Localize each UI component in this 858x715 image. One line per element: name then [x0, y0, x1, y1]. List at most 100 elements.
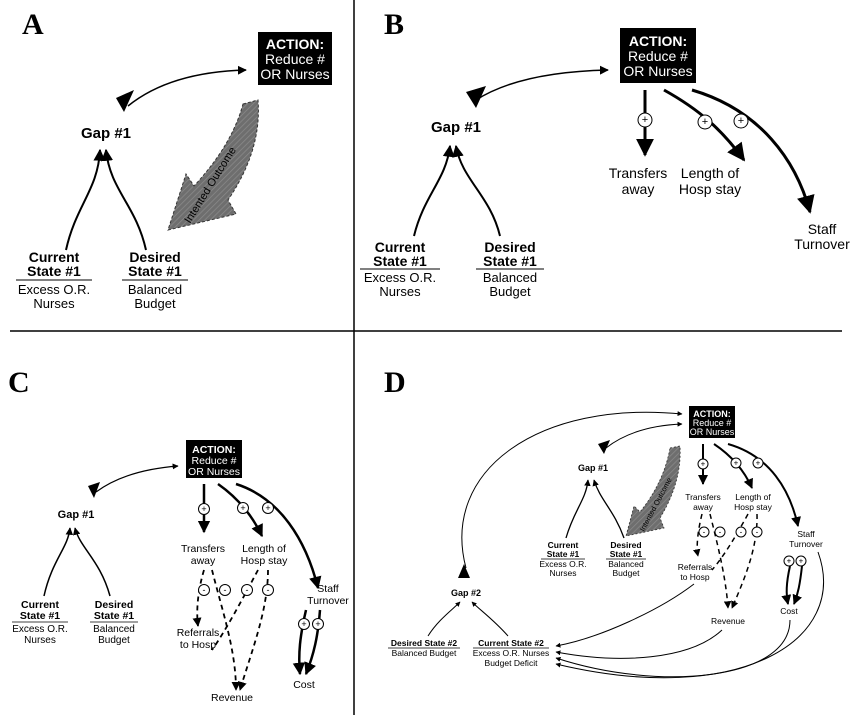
action-line3: OR Nurses [690, 427, 735, 437]
action-line3: OR Nurses [188, 466, 240, 478]
desired-state-title: Desired [610, 540, 641, 550]
current-state-desc2: Nurses [379, 284, 421, 299]
plus-sign: + [240, 503, 245, 513]
minus-sign: - [719, 528, 722, 537]
desired-state-number: State #1 [94, 610, 134, 622]
transfers-away-node-line2: away [693, 502, 714, 512]
cost-node: Cost [293, 679, 315, 691]
transfers-away-node: Transfers [685, 492, 721, 502]
plus-sign: + [315, 619, 320, 629]
plus-sign: + [702, 116, 708, 128]
plus-sign: + [787, 557, 792, 566]
length-of-stay-to-referrals-link [211, 569, 259, 651]
transfers-to-revenue-arrow [211, 569, 241, 691]
plus-sign: + [301, 619, 306, 629]
gap-to-action-arrow [475, 65, 609, 101]
plus-sign: + [265, 503, 270, 513]
desired-state-desc2: Budget [98, 635, 130, 646]
desired-state-2-title: Desired State #2 [391, 638, 457, 648]
gap-label: Gap #1 [431, 119, 481, 136]
turnover-to-cost-arrow [292, 609, 308, 676]
turnover-to-current2-arrow [555, 551, 824, 679]
desired-state-title: Desired [129, 249, 180, 265]
revenue-node: Revenue [711, 616, 745, 626]
panel-a: A ACTION: Reduce # OR Nurses Gap #1 Curr… [16, 8, 332, 311]
current2-to-gap2-arrow [471, 601, 509, 637]
action-title: ACTION: [266, 36, 324, 52]
current-state-number: State #1 [20, 610, 60, 622]
gap-label: Gap #1 [58, 509, 95, 521]
staff-turnover-node: Staff [797, 529, 815, 539]
intended-outcome-arrow: Intented Outcome [625, 445, 681, 537]
desired-state-desc: Balanced [483, 270, 537, 285]
referrals-node: Referrals [678, 562, 712, 572]
length-of-stay-node-line2: Hosp stay [241, 555, 288, 567]
current-state-2-desc: Excess O.R. Nurses [473, 648, 550, 658]
revenue-to-current2-arrow [555, 629, 723, 659]
plus-sign-circle [637, 112, 653, 128]
staff-turnover-node-line2: Turnover [794, 236, 850, 252]
current-state-desc: Excess O.R. [539, 559, 586, 569]
gap1-label: Gap #1 [578, 463, 608, 473]
length-of-stay-to-revenue-arrow [238, 569, 269, 691]
delay-marker [88, 482, 100, 498]
minus-sign: - [224, 585, 227, 595]
desired-state-desc: Balanced [128, 282, 182, 297]
current-state-desc2: Nurses [24, 635, 56, 646]
desired-state-title: Desired [95, 599, 134, 611]
staff-turnover-node: Staff [808, 221, 837, 237]
cost-to-current2-arrow [555, 619, 791, 678]
current-to-gap-arrow [413, 144, 455, 237]
length-of-stay-node-line2: Hosp stay [734, 502, 773, 512]
plus-sign: + [756, 459, 761, 468]
gap-to-action-arrow [127, 65, 247, 107]
panel-c: C ACTION: Reduce # OR Nurses Gap #1 Curr… [8, 366, 349, 704]
plus-sign-circle [783, 555, 795, 567]
length-of-stay-to-revenue-arrow [731, 513, 758, 609]
current-state-title: Current [21, 599, 59, 611]
staff-turnover-node-line2: Turnover [307, 595, 349, 607]
plus-sign-circle [237, 502, 249, 514]
desired-state-number: State #1 [483, 253, 537, 269]
length-of-stay-node-line2: Hosp stay [679, 181, 741, 197]
length-of-stay-node: Length of [735, 492, 771, 502]
current-state-title: Current [29, 249, 80, 265]
minus-sign-circle [735, 526, 747, 538]
action-line3: OR Nurses [260, 66, 329, 82]
minus-sign: - [756, 528, 759, 537]
transfers-away-node: Transfers [609, 165, 668, 181]
desired-state-desc: Balanced [608, 559, 644, 569]
referrals-node: Referrals [177, 627, 220, 639]
current-state-2-desc2: Budget Deficit [485, 658, 539, 668]
turnover-to-cost-arrow [781, 565, 792, 605]
desired-to-gap-arrow [451, 144, 501, 237]
minus-sign-circle [698, 526, 710, 538]
transfers-to-referrals-arrow [192, 569, 205, 627]
current-state-title: Current [375, 239, 426, 255]
minus-sign: - [203, 585, 206, 595]
current-state-number: State #1 [27, 263, 81, 279]
minus-sign-circle [751, 526, 763, 538]
desired-state-desc2: Budget [489, 284, 531, 299]
action-title: ACTION: [629, 33, 687, 49]
transfers-to-referrals-arrow [693, 513, 703, 557]
gap2-to-action-arrow [461, 411, 683, 569]
action-title: ACTION: [192, 444, 236, 456]
desired-state-desc2: Budget [613, 568, 641, 578]
action-line2: Reduce # [628, 48, 688, 64]
delay-marker [598, 440, 610, 454]
panel-b: B ACTION: Reduce # OR Nurses Gap #1 Curr… [360, 8, 850, 299]
action-title: ACTION: [693, 409, 731, 419]
length-of-stay-to-cost-arrow [304, 609, 322, 676]
plus-sign: + [701, 460, 706, 469]
panel-d: D ACTION: Reduce # OR Nurses Gap #1 Curr… [384, 366, 824, 679]
minus-sign: - [267, 585, 270, 595]
current-state-desc2: Nurses [33, 296, 75, 311]
desired-state-2-desc: Balanced Budget [392, 648, 457, 658]
length-of-stay-node: Length of [242, 543, 286, 555]
current-state-2-title: Current State #2 [478, 638, 544, 648]
current-state-desc2: Nurses [550, 568, 577, 578]
action-box: ACTION: Reduce # OR Nurses [620, 28, 696, 83]
transfers-away-node: Transfers [181, 543, 225, 555]
